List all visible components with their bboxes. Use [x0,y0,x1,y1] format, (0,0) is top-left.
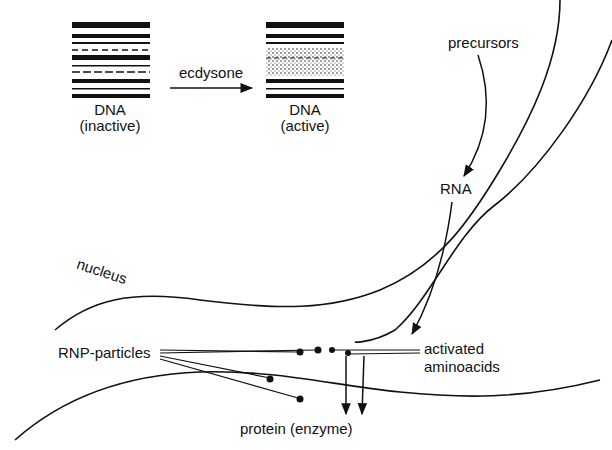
node-label: DNA (inactive) [65,102,155,134]
active-chromosome [266,22,344,98]
text-label: precursors [448,34,538,52]
chromosome-node: DNA (active) [252,18,358,134]
inactive-chromosome [72,22,150,98]
edge-label: ecdysone [179,64,243,82]
text-label: nucleus [74,255,156,297]
text-label: RNP-particles [58,344,168,362]
ribosome-dots [267,347,352,403]
text-label: RNA [440,180,490,198]
node-label: DNA (active) [269,102,341,134]
arrow-connector [170,87,252,89]
nucleus-membrane [15,0,612,440]
text-label: protein (enzyme) [240,420,400,438]
text-label: activated aminoacids [424,340,524,376]
chromosome-node: DNA (inactive) [50,18,170,134]
rnp-leaders [160,350,420,398]
